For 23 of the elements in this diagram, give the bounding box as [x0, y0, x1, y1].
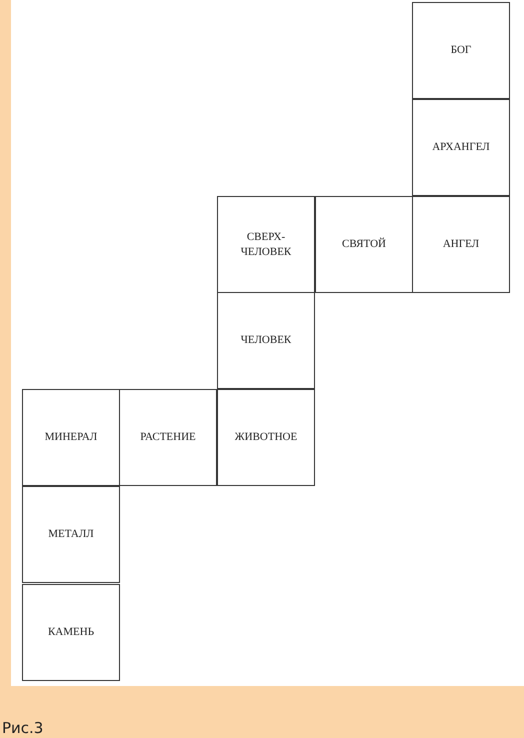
cell-label: АНГЕЛ [442, 237, 480, 252]
cell-label: РАСТЕНИЕ [139, 430, 197, 445]
figure-caption: Рис.3 [2, 719, 44, 737]
grid-cell [217, 389, 315, 486]
grid-cell [119, 389, 217, 486]
cell-label: КАМЕНЬ [46, 625, 96, 640]
cell-label: СВЯТОЙ [341, 237, 387, 252]
grid-cell [22, 584, 120, 681]
grid-cell [217, 292, 315, 389]
grid-cell [22, 486, 120, 583]
grid-cell [412, 2, 510, 99]
cell-label: ЧЕЛОВЕК [240, 333, 292, 348]
grid-cell [22, 389, 120, 486]
cell-label: СВЕРХ- ЧЕЛОВЕК [240, 230, 292, 260]
cell-label: МИНЕРАЛ [44, 430, 98, 445]
grid-cell [217, 196, 315, 293]
cell-label: АРХАНГЕЛ [431, 140, 491, 155]
cell-label: БОГ [450, 43, 472, 58]
grid-cell [412, 99, 510, 196]
grid-cell [412, 196, 510, 293]
cell-label: ЖИВОТНОЕ [234, 430, 298, 445]
grid-cell [315, 196, 413, 293]
cell-label: МЕТАЛЛ [47, 527, 95, 542]
